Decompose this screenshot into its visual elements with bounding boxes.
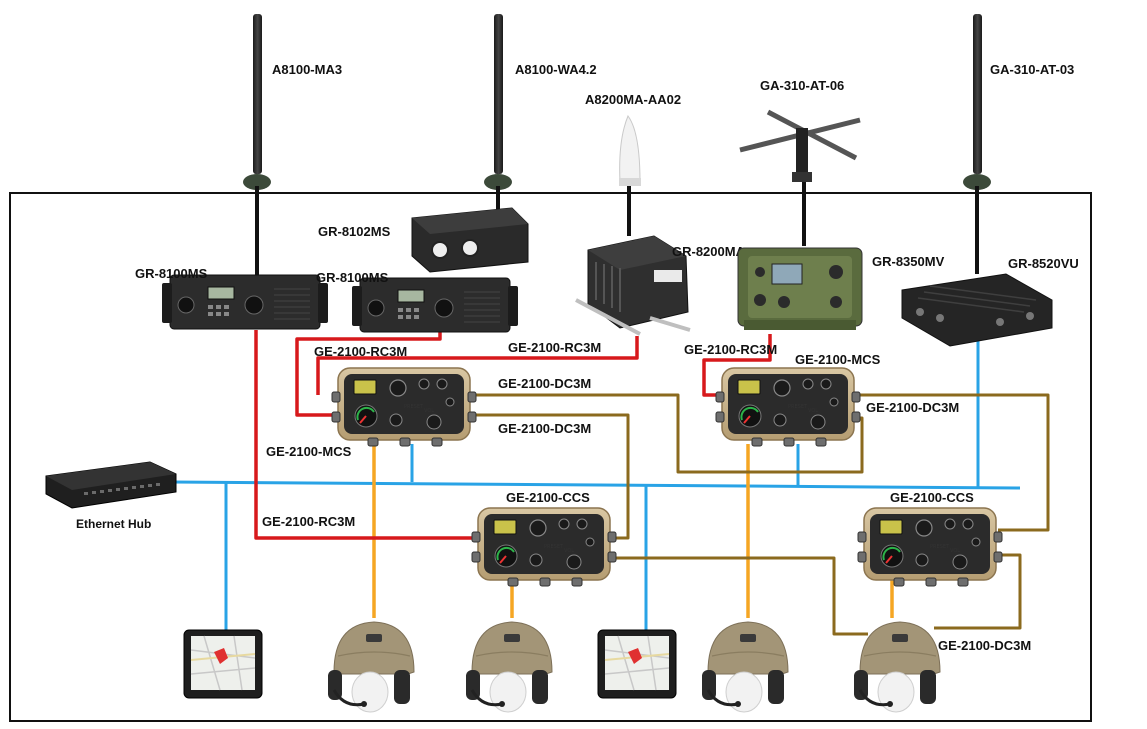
antenna-a8200ma-aa02: A8200MA-AA02	[585, 92, 681, 236]
helmet-headset-2	[464, 620, 554, 714]
cable-label-dc3m-2: GE-2100-DC3M	[498, 421, 591, 436]
radio-gr-8100ms-left: GR-8100MS	[135, 266, 329, 330]
tablet-2	[597, 629, 677, 699]
audio-cables	[372, 444, 894, 618]
antenna-a8100-ma3: A8100-MA3	[243, 14, 342, 276]
cable-label-rc3m-4: GE-2100-RC3M	[262, 514, 355, 529]
dc-ccs1-ccs2	[612, 556, 868, 636]
label-a8200ma-aa02: A8200MA-AA02	[585, 92, 681, 107]
label-gr-8200ma: GR-8200MA	[672, 244, 746, 259]
control-unit-mcs-2: GE-2100-MCS	[715, 352, 881, 447]
cable-label-rc3m-3: GE-2100-RC3M	[684, 342, 777, 357]
radio-gr-8350mv: GR-8350MV	[737, 247, 945, 330]
cable-label-dc3m-3: GE-2100-DC3M	[866, 400, 959, 415]
ethernet-hub: Ethernet Hub	[45, 461, 177, 531]
label-gr-8350mv: GR-8350MV	[872, 254, 945, 269]
dc-mcs2-ccs2	[852, 393, 1050, 532]
cable-label-dc3m-4: GE-2100-DC3M	[938, 638, 1031, 653]
control-unit-mcs-1: GE-2100-MCS	[266, 367, 477, 459]
rc-gr8100ms-left	[254, 330, 478, 540]
ethernet-backbone	[171, 480, 1021, 490]
label-ga-310-at-06: GA-310-AT-06	[760, 78, 844, 93]
rc-gr8100ms-mid	[295, 330, 442, 417]
label-gr-8100ms-mid: GR-8100MS	[316, 270, 389, 285]
cable-label-rc3m-2: GE-2100-RC3M	[508, 340, 601, 355]
antenna-ga-310-at-03: GA-310-AT-03	[963, 14, 1074, 274]
dc-ccs2-helmet	[934, 553, 1022, 630]
rc-cables	[254, 330, 772, 540]
radio-gr-8102ms: GR-8102MS	[318, 207, 529, 273]
label-a8100-wa42: A8100-WA4.2	[515, 62, 597, 77]
rc-gr8350mv	[702, 334, 772, 397]
label-a8100-ma3: A8100-MA3	[272, 62, 342, 77]
label-gr-8102ms: GR-8102MS	[318, 224, 391, 239]
radio-gr-8100ms-mid: GR-8100MS	[316, 270, 519, 333]
cable-label-rc3m-1: GE-2100-RC3M	[314, 344, 407, 359]
label-gr-8100ms-left: GR-8100MS	[135, 266, 208, 281]
cable-label-dc3m-1: GE-2100-DC3M	[498, 376, 591, 391]
antenna-ga-310-at-06: GA-310-AT-06	[739, 78, 861, 246]
helmet-headset-1	[326, 620, 416, 714]
control-unit-ccs-1: GE-2100-CCS	[471, 490, 617, 587]
label-ccs-2: GE-2100-CCS	[890, 490, 974, 505]
system-boundary-frame	[9, 192, 1092, 722]
control-unit-ccs-2: GE-2100-CCS	[857, 490, 1003, 587]
tablet-1	[183, 629, 263, 699]
label-mcs-2: GE-2100-MCS	[795, 352, 881, 367]
antenna-a8100-wa42: A8100-WA4.2	[484, 14, 597, 218]
label-mcs-1: GE-2100-MCS	[266, 444, 352, 459]
dc-mcs1-ccs1	[470, 413, 630, 540]
label-gr-8520vu: GR-8520VU	[1008, 256, 1079, 271]
label-ethernet-hub: Ethernet Hub	[76, 517, 151, 531]
radio-gr-8200ma: GR-8200MA	[575, 235, 746, 336]
label-ga-310-at-03: GA-310-AT-03	[990, 62, 1074, 77]
label-ccs-1: GE-2100-CCS	[506, 490, 590, 505]
helmet-headset-3	[700, 620, 790, 714]
radio-gr-8520vu: GR-8520VU	[901, 256, 1079, 347]
ethernet-cables	[171, 340, 1021, 636]
rc-gr8102ms	[316, 336, 639, 395]
